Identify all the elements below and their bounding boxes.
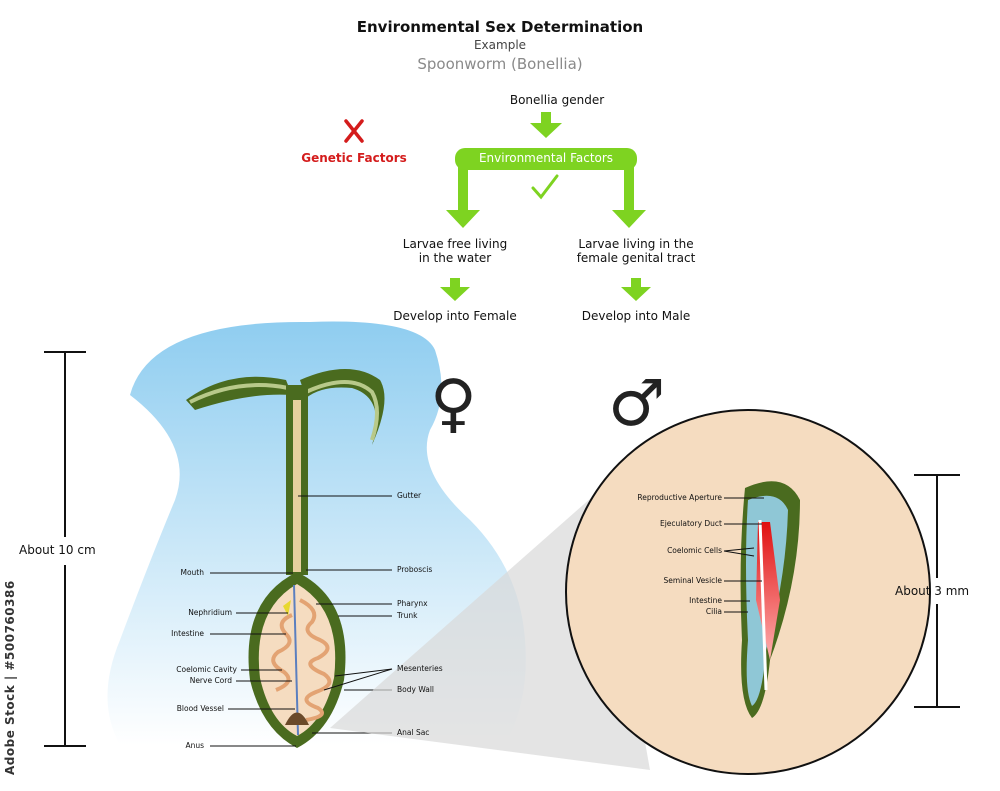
label-male-intestine: Intestine (689, 596, 722, 605)
page-title: Environmental Sex Determination (356, 18, 644, 36)
male-worm (740, 481, 800, 718)
female-worm (186, 369, 385, 748)
flow-root: Bonellia gender (509, 93, 605, 107)
arrow-down-left (440, 278, 470, 301)
left-condition-line1: Larvae free living (402, 237, 508, 251)
label-mouth: Mouth (180, 568, 204, 577)
left-condition: Larvae free living in the water (403, 237, 507, 265)
label-seminal-vesicle: Seminal Vesicle (663, 576, 722, 585)
water-background (107, 321, 526, 745)
species-name: Spoonworm (Bonellia) (417, 55, 583, 73)
female-size-label: About 10 cm (19, 543, 96, 557)
label-coelomic-cells: Coelomic Cells (667, 546, 722, 555)
label-nephridium: Nephridium (188, 608, 232, 617)
environmental-branch (446, 148, 646, 228)
check-icon (531, 174, 559, 200)
label-ejeculatory-duct: Ejeculatory Duct (659, 519, 722, 528)
right-condition-line1: Larvae living in the (578, 237, 694, 251)
male-scale-bar (914, 474, 960, 708)
female-symbol-icon: ♀ (430, 367, 477, 441)
arrow-down-root (530, 112, 562, 138)
label-body-wall: Body Wall (397, 685, 435, 694)
label-proboscis: Proboscis (397, 565, 433, 574)
label-coelomic-cavity: Coelomic Cavity (176, 665, 237, 674)
arrow-down-right (621, 278, 651, 301)
label-pharynx: Pharynx (397, 599, 428, 608)
female-scale-bar (44, 351, 86, 747)
male-symbol-icon: ♂ (608, 367, 666, 441)
label-intestine: Intestine (171, 629, 204, 638)
label-mesenteries: Mesenteries (397, 664, 443, 673)
flowchart (344, 112, 651, 301)
page-subtitle: Example (473, 38, 527, 52)
stock-id-text: Adobe Stock | #500760386 (3, 580, 17, 775)
label-cilia: Cilia (705, 607, 722, 616)
right-condition-line2: female genital tract (576, 251, 696, 265)
right-outcome: Develop into Male (581, 309, 691, 323)
male-leader-lines (723, 497, 764, 613)
label-anal-sac: Anal Sac (397, 728, 430, 737)
cross-icon (344, 119, 364, 143)
right-condition: Larvae living in the female genital trac… (577, 237, 696, 265)
label-nerve-cord: Nerve Cord (189, 676, 232, 685)
label-anus: Anus (185, 741, 204, 750)
label-gutter: Gutter (397, 491, 422, 500)
left-outcome: Develop into Female (393, 309, 517, 323)
intestine (299, 598, 332, 722)
left-condition-line2: in the water (418, 251, 492, 265)
genetic-factors: Genetic Factors (301, 151, 407, 165)
label-trunk: Trunk (397, 611, 418, 620)
label-blood-vessel: Blood Vessel (176, 704, 224, 713)
label-reproductive-aperture: Reproductive Aperture (637, 493, 722, 502)
environmental-factors: Environmental Factors (478, 151, 614, 165)
male-size-label: About 3 mm (895, 584, 970, 598)
